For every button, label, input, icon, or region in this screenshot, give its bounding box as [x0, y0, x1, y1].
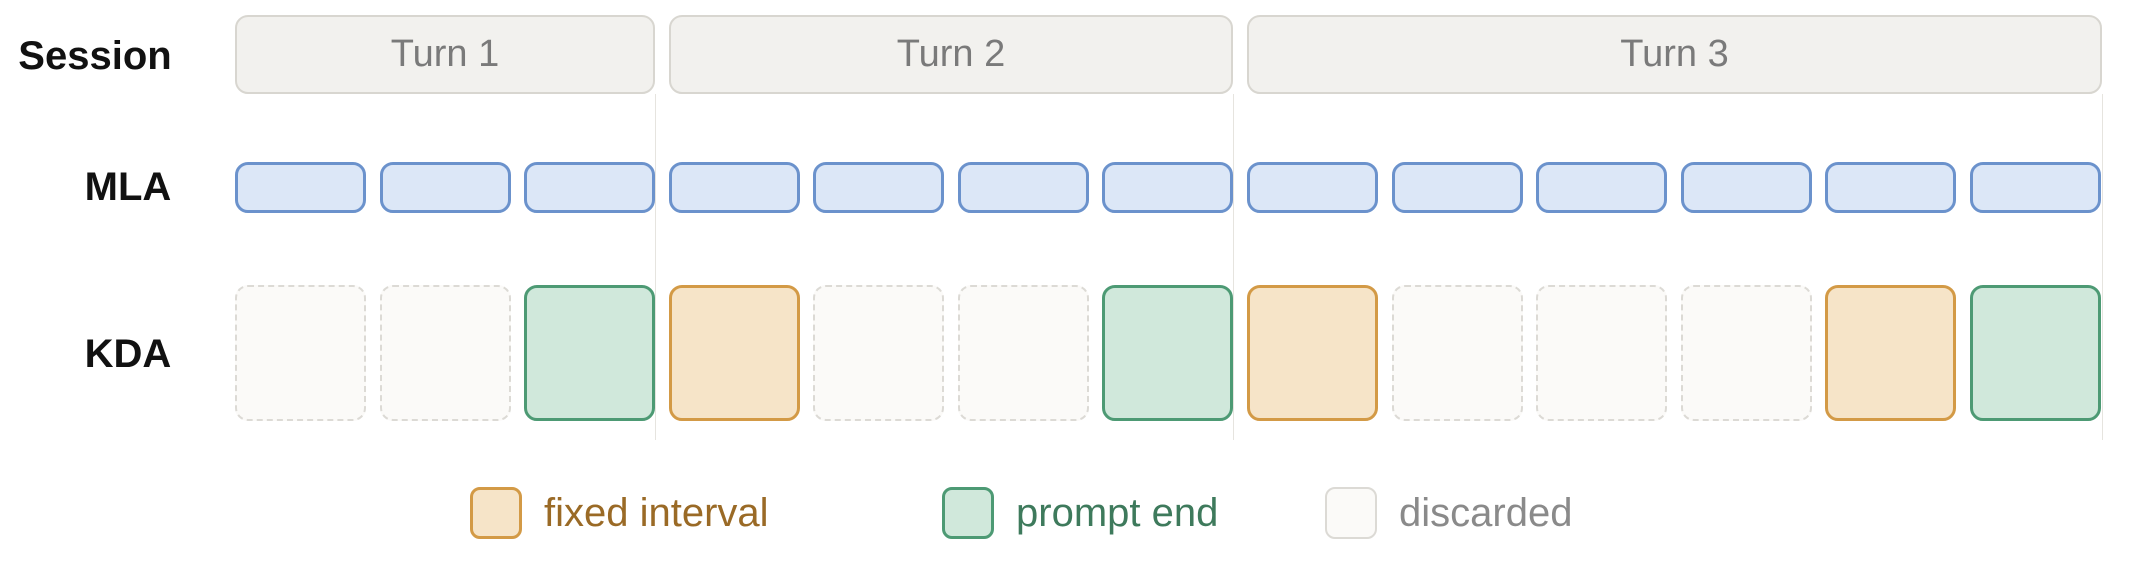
mla-block: [1392, 162, 1523, 213]
legend-label-discarded: discarded: [1399, 491, 1573, 535]
turn-divider: [1233, 94, 1234, 440]
turn-header-2: Turn 2: [669, 15, 1233, 94]
kda-block-discarded: [1681, 285, 1812, 421]
kda-block-fixed-interval: [1825, 285, 1956, 421]
turn-label-3: Turn 3: [1620, 33, 1729, 75]
kda-block-discarded: [1392, 285, 1523, 421]
legend-swatch-fixed-interval: [470, 487, 522, 539]
mla-block: [958, 162, 1089, 213]
kda-block-prompt-end: [1102, 285, 1233, 421]
mla-block: [1536, 162, 1667, 213]
turn-divider: [2102, 94, 2103, 440]
turn-label-1: Turn 1: [390, 33, 500, 75]
row-label-kda: KDA: [84, 332, 172, 376]
legend-label-fixed-interval: fixed interval: [544, 491, 769, 535]
turn-header-3: Turn 3: [1247, 15, 2102, 94]
mla-block: [235, 162, 366, 213]
turn-divider: [655, 94, 656, 440]
kda-block-prompt-end: [1970, 285, 2101, 421]
mla-block: [1247, 162, 1378, 213]
kda-block-fixed-interval: [669, 285, 800, 421]
legend-swatch-discarded: [1325, 487, 1377, 539]
mla-block: [813, 162, 944, 213]
row-label-session: Session: [18, 34, 172, 78]
kda-block-discarded: [235, 285, 366, 421]
mla-block: [1970, 162, 2101, 213]
turn-label-2: Turn 2: [896, 33, 1006, 75]
mla-block: [1681, 162, 1812, 213]
legend-swatch-prompt-end: [942, 487, 994, 539]
mla-block: [669, 162, 800, 213]
turn-header-1: Turn 1: [235, 15, 655, 94]
kda-block-discarded: [958, 285, 1089, 421]
mla-block: [380, 162, 511, 213]
row-label-mla: MLA: [84, 165, 172, 209]
kda-block-discarded: [380, 285, 511, 421]
mla-block: [1102, 162, 1233, 213]
kda-block-prompt-end: [524, 285, 655, 421]
mla-block: [524, 162, 655, 213]
legend-label-prompt-end: prompt end: [1016, 491, 1219, 535]
mla-block: [1825, 162, 1956, 213]
kda-block-discarded: [813, 285, 944, 421]
kda-block-discarded: [1536, 285, 1667, 421]
kda-block-fixed-interval: [1247, 285, 1378, 421]
